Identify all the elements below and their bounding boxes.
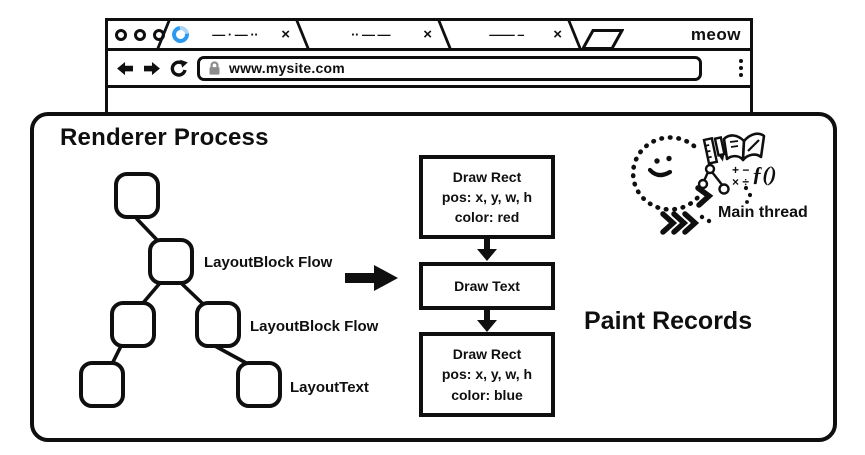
- layout-tree-node: [236, 361, 282, 408]
- tab-title: — · — ··: [212, 27, 259, 42]
- tab-close-icon[interactable]: ×: [423, 26, 432, 43]
- forward-button[interactable]: [143, 61, 160, 76]
- address-bar[interactable]: www.mysite.com: [197, 55, 702, 81]
- tab-close-icon[interactable]: ×: [281, 26, 290, 43]
- paint-record-line: color: blue: [451, 386, 523, 403]
- layout-tree-node: [114, 172, 160, 219]
- reload-button[interactable]: [169, 59, 188, 78]
- paint-record-line: pos: x, y, w, h: [441, 188, 533, 205]
- window-control-dot[interactable]: [134, 28, 146, 41]
- paint-record-line: pos: x, y, w, h: [441, 366, 533, 383]
- window-control-dot[interactable]: [115, 28, 127, 41]
- layout-tree-node: [79, 361, 125, 408]
- main-thread-label: Main thread: [718, 204, 808, 221]
- tab-edge: [156, 21, 171, 48]
- browser-tab-3[interactable]: —— – ×: [450, 21, 582, 48]
- tree-node-label: LayoutBlock Flow: [250, 318, 379, 335]
- paint-record-line: Draw Rect: [452, 346, 522, 363]
- paint-record-line: Draw Rect: [452, 168, 522, 185]
- new-tab-button[interactable]: [582, 29, 624, 50]
- layout-tree-node: [148, 238, 194, 285]
- back-button[interactable]: [117, 61, 134, 76]
- lock-icon[interactable]: [207, 60, 222, 76]
- browser-tab-2[interactable]: ·· — — ×: [308, 21, 452, 48]
- tree-node-label: LayoutBlock Flow: [204, 254, 333, 271]
- tree-node-label: LayoutText: [290, 379, 369, 396]
- tab-close-icon[interactable]: ×: [553, 26, 562, 43]
- paint-record-line: Draw Text: [454, 277, 520, 294]
- paint-record-box: Draw Rect pos: x, y, w, h color: blue: [419, 332, 555, 417]
- tab-title: —— –: [489, 27, 525, 42]
- tab-title: ·· — —: [351, 27, 391, 42]
- menu-kebab-icon[interactable]: [739, 59, 743, 77]
- tab-edge: [567, 21, 582, 48]
- renderer-process-title: Renderer Process: [60, 124, 269, 151]
- layout-tree-node: [110, 301, 156, 348]
- paint-records-heading: Paint Records: [584, 307, 753, 335]
- browser-window: — · — ·· × ·· — — × —— – × meow: [105, 18, 753, 112]
- url-text: www.mysite.com: [229, 60, 345, 76]
- loading-spinner-icon: [168, 22, 193, 47]
- paint-record-box: Draw Rect pos: x, y, w, h color: red: [419, 155, 555, 239]
- address-toolbar: www.mysite.com: [108, 51, 750, 88]
- tab-strip: — · — ·· × ·· — — × —— – × meow: [108, 21, 750, 51]
- browser-tab-1[interactable]: — · — ·· ×: [156, 21, 310, 48]
- paint-record-box: Draw Text: [419, 262, 555, 310]
- layout-tree-node: [195, 301, 241, 348]
- paint-record-line: color: red: [454, 209, 520, 226]
- browser-brand: meow: [690, 25, 741, 44]
